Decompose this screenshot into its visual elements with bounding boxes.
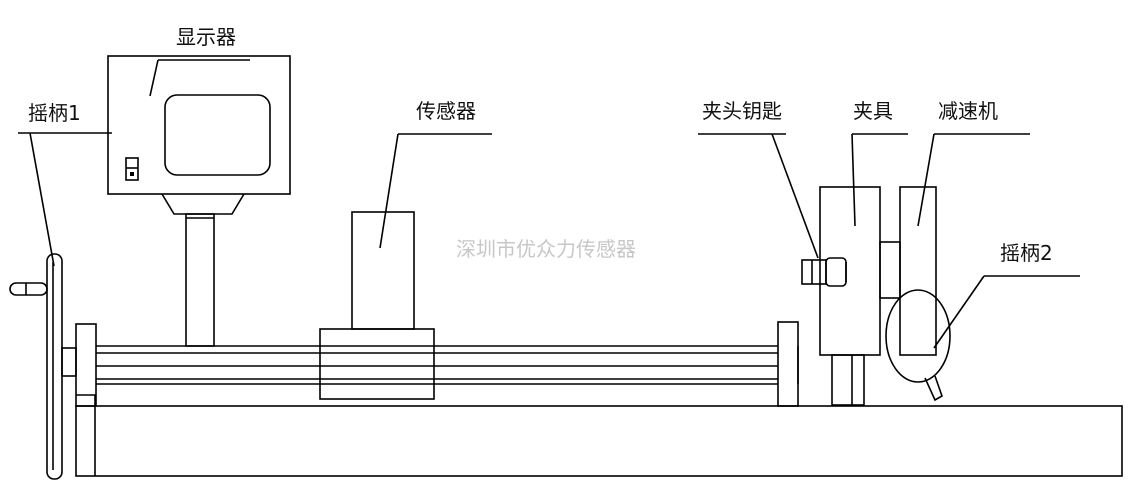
display-unit [107, 55, 291, 347]
left-end-block [61, 323, 97, 407]
crank-2-handle [924, 375, 943, 402]
leader-lines [18, 59, 1080, 349]
fixture-post [831, 354, 865, 406]
display-screen [164, 94, 271, 176]
right-end-block [777, 321, 799, 407]
chuck-key-head [825, 257, 847, 287]
label-sensor: 传感器 [416, 99, 476, 123]
fixture-body [819, 186, 881, 356]
label-crank-1: 摇柄1 [28, 101, 81, 125]
reducer-body [899, 186, 937, 356]
label-display: 显示器 [176, 25, 236, 49]
sensor-assembly [319, 211, 435, 400]
display-housing [107, 55, 291, 195]
fixture-assembly [801, 186, 881, 406]
crank-1 [9, 253, 63, 480]
label-reducer: 减速机 [938, 99, 998, 123]
bed-body [75, 405, 1123, 477]
watermark: 深圳市优众力传感器 [456, 237, 636, 261]
reducer-assembly [879, 186, 951, 402]
machine-bed [75, 395, 1123, 477]
sensor-carriage [319, 328, 435, 400]
display-neck [161, 193, 245, 215]
guide-rails [96, 345, 778, 385]
display-column [185, 213, 215, 347]
handwheel [46, 253, 63, 480]
crank-2-circle [885, 289, 951, 383]
display-switch [125, 157, 139, 181]
shaft-coupler [61, 347, 77, 377]
label-fixture: 夹具 [853, 99, 893, 123]
crank-handle [9, 282, 48, 296]
chuck-key [801, 259, 827, 285]
reducer-coupling [879, 241, 901, 299]
label-crank-2: 摇柄2 [1000, 241, 1053, 265]
label-chuck-key: 夹头钥匙 [702, 99, 782, 123]
